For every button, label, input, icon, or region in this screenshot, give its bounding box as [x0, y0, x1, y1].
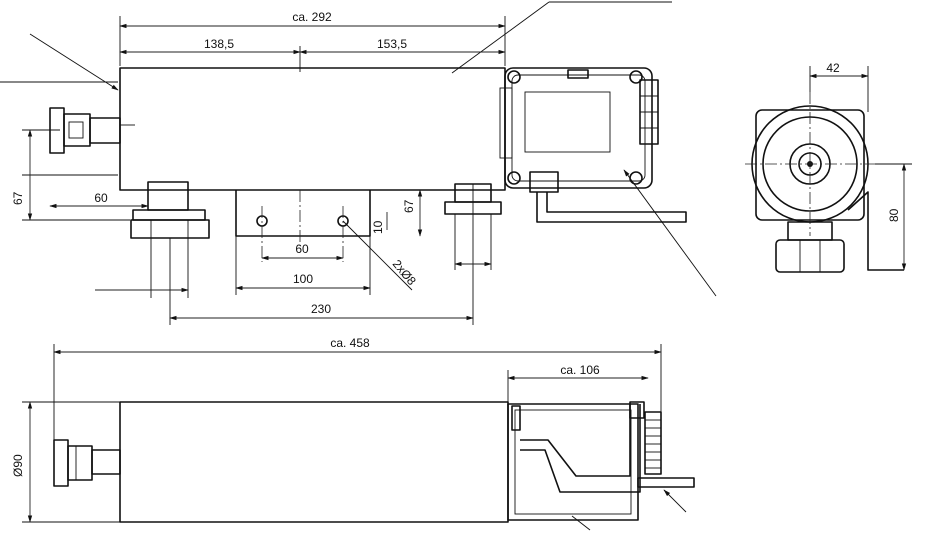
terminal-box — [499, 67, 687, 223]
dim-foot-offset-left: 60 — [94, 191, 108, 205]
dim-height-right: 67 — [402, 199, 416, 213]
leader-top-left — [29, 33, 119, 91]
bottom-right-connection — [444, 183, 502, 215]
dim-hole-spacing: 60 — [295, 242, 309, 256]
side-bracket — [847, 191, 904, 271]
top-view: ca. 292 138,5 153,5 67 60 67 10 60 100 2… — [0, 1, 717, 325]
dim-side-height: 80 — [887, 208, 901, 222]
dim-side-width: 42 — [826, 61, 840, 75]
front-tube-body — [119, 401, 509, 523]
dim-foot-length: 100 — [293, 272, 313, 286]
dim-box-length: ca. 106 — [560, 363, 600, 377]
dim-overall-top: ca. 292 — [292, 10, 332, 24]
dim-right-segment: 153,5 — [377, 37, 407, 51]
leader-terminal-box — [623, 169, 717, 297]
front-inlet-flange — [53, 439, 69, 487]
dim-diameter: Ø90 — [11, 454, 25, 477]
leader-top — [451, 1, 550, 74]
dim-height-left: 67 — [11, 191, 25, 205]
dim-overall-length: ca. 458 — [330, 336, 370, 350]
side-fitting-nut — [775, 239, 845, 273]
front-terminal-box — [507, 401, 695, 521]
left-inlet-fitting — [49, 107, 135, 154]
dim-mount-distance: 230 — [311, 302, 331, 316]
heater-body — [119, 67, 506, 191]
leader-holes — [342, 220, 413, 291]
side-view: 42 80 — [745, 61, 912, 273]
mounting-foot — [235, 190, 371, 262]
dim-left-segment: 138,5 — [204, 37, 234, 51]
dim-hole-vertical: 10 — [371, 220, 385, 234]
front-view: ca. 458 ca. 106 Ø90 — [11, 336, 695, 531]
side-fitting-neck — [787, 221, 833, 241]
